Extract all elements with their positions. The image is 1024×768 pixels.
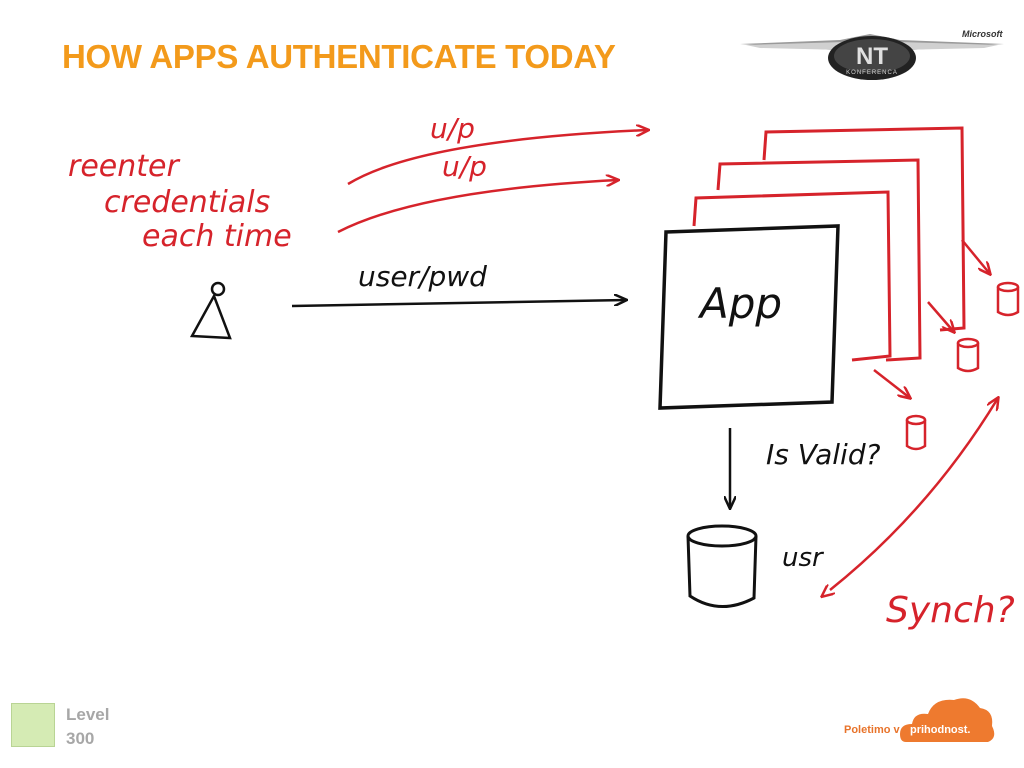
cloud-logo	[900, 698, 995, 742]
reenter-note: reenter credentials each time	[68, 149, 292, 254]
user-store	[686, 524, 758, 608]
sync-arrow	[830, 398, 998, 590]
userpwd-arrow	[291, 300, 626, 308]
up-label-2: u/p	[442, 150, 487, 183]
level-badge	[11, 703, 55, 747]
usr-label: usr	[782, 543, 825, 573]
slide-title: HOW APPS AUTHENTICATE TODAY	[62, 38, 616, 75]
user-figure	[189, 281, 232, 340]
level-label: Level	[66, 705, 110, 724]
logo-nt-text: NT	[856, 43, 888, 70]
up-label-1: u/p	[430, 112, 475, 145]
red-store-2	[956, 337, 980, 373]
store-arrow-1	[961, 239, 990, 274]
note-line-1: reenter	[68, 149, 180, 184]
microsoft-brand: Microsoft	[962, 29, 1003, 39]
app-label: App	[697, 279, 782, 328]
nt-konferenca-logo: NT KONFERENCA	[740, 34, 1004, 80]
store-arrow-2	[927, 301, 954, 332]
note-line-3: each time	[142, 219, 292, 254]
tagline-part1: Poletimo v	[844, 724, 900, 736]
note-line-2: credentials	[104, 185, 270, 220]
level-value: 300	[66, 729, 95, 748]
isvalid-label: Is Valid?	[766, 438, 881, 471]
synch-label: Synch?	[886, 590, 1015, 631]
red-store-3	[905, 414, 927, 451]
userpwd-label: user/pwd	[358, 260, 487, 293]
logo-subtext: KONFERENCA	[846, 70, 898, 76]
up-arrow-1	[347, 130, 648, 186]
auth-diagram: reenter credentials each time u/p u/p us…	[68, 112, 1020, 631]
red-store-1	[996, 281, 1020, 317]
up-arrow-2	[337, 180, 618, 234]
store-arrow-3	[873, 369, 910, 398]
tagline-part2: prihodnost.	[910, 724, 971, 736]
